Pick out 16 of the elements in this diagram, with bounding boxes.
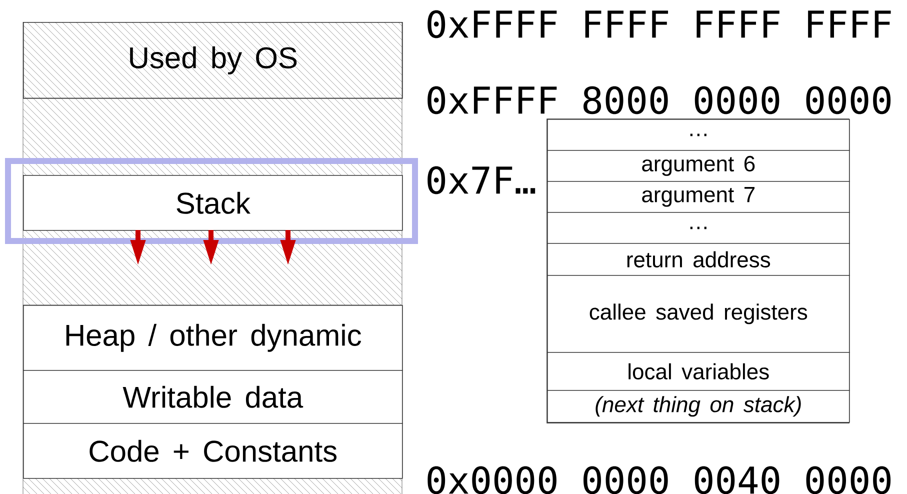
memory-region: Used by OS (23, 22, 403, 99)
stack-frame-row: return address (547, 242, 850, 276)
memory-region: Code + Constants (23, 423, 403, 479)
memory-region: Heap / other dynamic (23, 305, 403, 371)
stack-frame-row: local variables (547, 352, 850, 391)
stack-frame-row: … (547, 119, 850, 151)
memory-region: Writable data (23, 370, 403, 424)
address-label: 0xFFFF 8000 0000 0000 (428, 86, 891, 114)
stack-frame-row: … (547, 212, 850, 244)
memory-region: Stack (23, 175, 403, 231)
address-label: 0x0000 0000 0040 0000 (428, 466, 891, 494)
stack-frame-row: argument 7 (547, 180, 850, 213)
address-label: 0xFFFF FFFF FFFF FFFF (428, 10, 891, 38)
address-label: 0x7F… (428, 166, 536, 194)
stack-frame-row: argument 6 (547, 150, 850, 182)
stack-frame-row: (next thing on stack) (547, 390, 850, 423)
